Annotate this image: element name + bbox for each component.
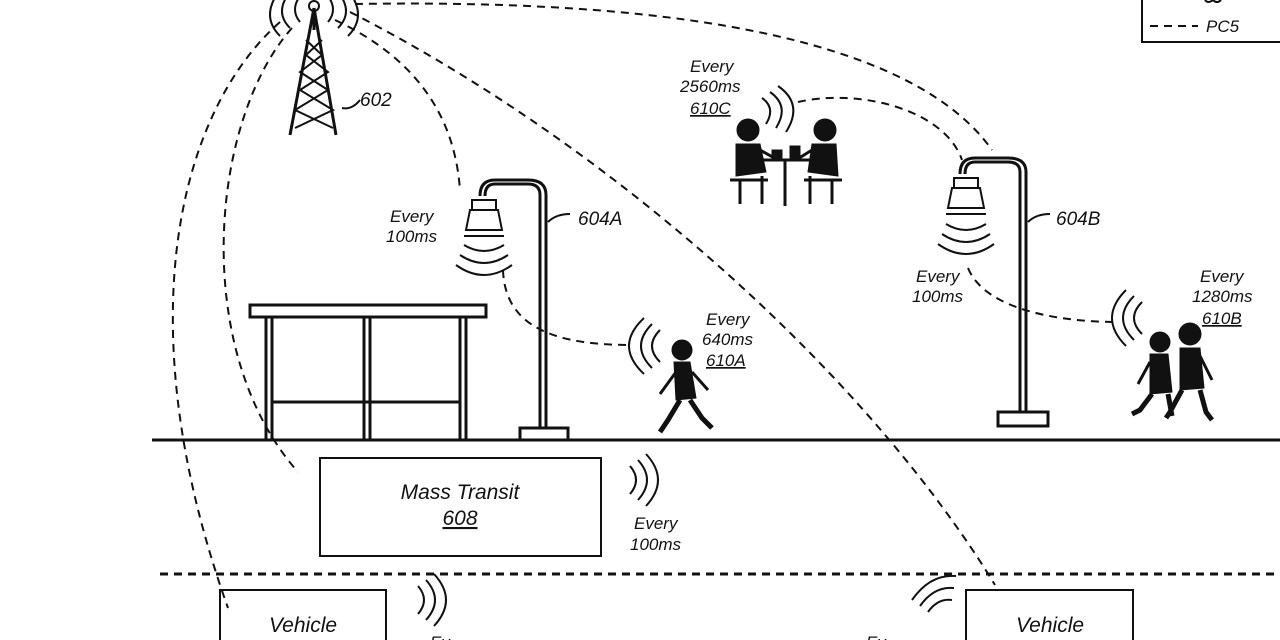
link-tower-vehicle-right [349,11,996,586]
mass-transit-ref: 608 [442,507,477,530]
pedestrians-b-ref: 610B [1202,309,1242,328]
pedestrians-b: Every 1280ms 610B [1111,267,1253,422]
mass-transit: Mass Transit 608 Every 100ms [319,453,682,557]
link-streetlight-b-pedestrians [967,267,1119,323]
vehicle-right-interval: Ev [866,633,887,640]
vehicle-left-interval: Ev [430,633,451,640]
tower-ref: 602 [360,90,392,111]
link-tower-vehicle-left [171,21,281,609]
diners-ref: 610C [690,99,731,118]
pedestrian-a-ref: 610A [706,351,746,370]
streetlight-a-interval-2: 100ms [386,227,438,246]
legend-pc5-label: PC5 [1206,17,1240,36]
vehicle-right: Vehicle Ev [866,574,1134,640]
communication-links [171,2,1119,609]
link-streetlight-a-pedestrian [502,269,633,346]
link-tower-mass-transit [222,27,299,473]
link-diners-streetlight-b [797,96,963,161]
streetlight-b-ref: 604B [1056,209,1101,230]
streetlight-b: 604B Every 100ms [912,156,1101,428]
mass-transit-interval-2: 100ms [630,535,682,554]
streetlight-a-ref: 604A [578,209,622,230]
pedestrians-b-interval-1: Every [1200,267,1245,286]
streetlight-b-interval-1: Every [916,267,961,286]
diners-interval-2: 2560ms [679,77,741,96]
vehicle-right-title: Vehicle [1016,614,1084,637]
diners: Every 2560ms 610C [679,57,842,206]
diners-interval-1: Every [690,57,735,76]
legend: PC5 [1141,0,1280,43]
link-tower-streetlight-b [354,2,993,151]
mass-transit-interval-1: Every [634,514,679,533]
streetlight-b-interval-2: 100ms [912,287,964,306]
streetlight-a-interval-1: Every [390,207,435,226]
pedestrian-a-interval-2: 640ms [702,330,754,349]
pedestrians-b-interval-2: 1280ms [1192,287,1253,306]
link-tower-streetlight-a [334,19,461,191]
bus-shelter [248,303,488,440]
streetlight-a: 604A Every 100ms [386,178,622,442]
pedestrian-a: Every 640ms 610A [628,310,754,434]
pedestrian-a-interval-1: Every [706,310,751,329]
vehicle-left: Vehicle Ev [219,573,451,640]
vehicle-left-title: Vehicle [269,614,337,637]
mass-transit-title: Mass Transit [401,481,521,504]
cell-tower: 602 [269,0,392,136]
